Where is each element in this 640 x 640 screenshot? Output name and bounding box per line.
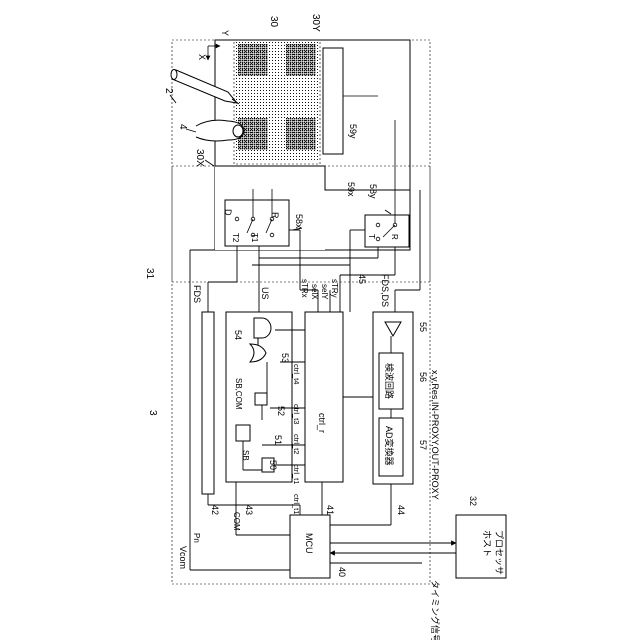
finger-4 xyxy=(196,120,244,141)
label-timing_signal: タイミング信号 xyxy=(430,580,441,640)
fds-bar-42 xyxy=(202,312,214,494)
label-n32: 32 xyxy=(468,496,478,506)
label-ctrl_t1: ctrl_t1 xyxy=(292,494,301,514)
label-n51: 51 xyxy=(273,435,283,445)
label-n52: 52 xyxy=(276,406,286,416)
label-ctrl_t4: ctrl_t4 xyxy=(292,364,301,384)
and-gate-54 xyxy=(254,318,271,338)
electrode-grid xyxy=(236,42,318,160)
label-n54: 54 xyxy=(233,330,243,340)
label-n56: 56 xyxy=(418,372,428,382)
label-mcu_output: x,y,Res,IN-PROXY,OUT-PROXY xyxy=(430,370,440,500)
label-ctrl_t1: ctrl_t1 xyxy=(292,464,301,484)
label-ctrl_t3: ctrl_t3 xyxy=(292,404,301,424)
label-vcom: Vcom xyxy=(178,546,188,569)
label-sb: SB xyxy=(241,450,250,461)
label-com: COM xyxy=(232,512,241,531)
ctrl-r-block-41 xyxy=(305,312,343,482)
label-ctrl_t2: ctrl_t2 xyxy=(292,434,301,454)
label-n44: 44 xyxy=(396,505,406,515)
label-mcu: MCU xyxy=(304,533,314,554)
label-n40: 40 xyxy=(337,567,347,577)
label-ad_converter: AD変換器 xyxy=(384,426,395,466)
label-n59x: 59x xyxy=(346,182,356,197)
label-fds: FDS xyxy=(192,285,202,303)
label-n42: 42 xyxy=(210,505,220,515)
label-n55: 55 xyxy=(418,322,428,332)
label-selx: selX xyxy=(310,284,319,300)
label-y: Y xyxy=(220,30,230,36)
label-us: US xyxy=(260,287,270,300)
label-n30Y: 30Y xyxy=(310,14,321,32)
label-t_right: T xyxy=(367,234,376,239)
label-n43: 43 xyxy=(244,505,254,515)
switch-51 xyxy=(236,425,250,441)
label-n58x: 58x xyxy=(294,214,304,229)
label-strx: sTRx xyxy=(300,279,309,298)
label-n41: 41 xyxy=(325,505,335,515)
label-pn: Pn xyxy=(192,533,201,543)
label-n45: 45 xyxy=(357,274,367,284)
label-sb_com: SB,COM xyxy=(234,378,243,410)
label-stry: sTRy xyxy=(330,279,339,298)
label-n50: 50 xyxy=(268,460,278,470)
label-r_right: R xyxy=(390,234,399,240)
label-n58y: 58y xyxy=(368,184,378,199)
label-fds_ds: FDS,DS xyxy=(380,274,390,307)
label-n2: 2 xyxy=(163,88,174,94)
label-n3: 3 xyxy=(147,410,158,416)
label-n30X: 30X xyxy=(194,149,205,167)
y-selector-59y xyxy=(323,48,343,154)
axis-markers xyxy=(208,46,220,60)
label-ctrl_r: ctrl_r xyxy=(317,413,327,433)
latch-52 xyxy=(255,393,267,405)
sensor-panel-30 xyxy=(234,40,320,164)
label-sely: selY xyxy=(320,284,329,300)
label-n53: 53 xyxy=(280,353,290,363)
label-n4: 4 xyxy=(177,124,188,130)
label-t2: T2 xyxy=(231,233,240,243)
label-d: D xyxy=(223,209,233,216)
label-detection_circuit: 検波回路 xyxy=(384,363,395,399)
label-n59y: 59y xyxy=(348,124,358,139)
label-n31: 31 xyxy=(144,268,155,280)
stylus-pen-2 xyxy=(171,70,239,105)
label-n57: 57 xyxy=(418,440,428,450)
label-t1: T1 xyxy=(250,233,259,243)
label-x: X xyxy=(197,54,207,60)
label-r_left: R xyxy=(270,212,280,219)
label-n30: 30 xyxy=(268,16,279,28)
